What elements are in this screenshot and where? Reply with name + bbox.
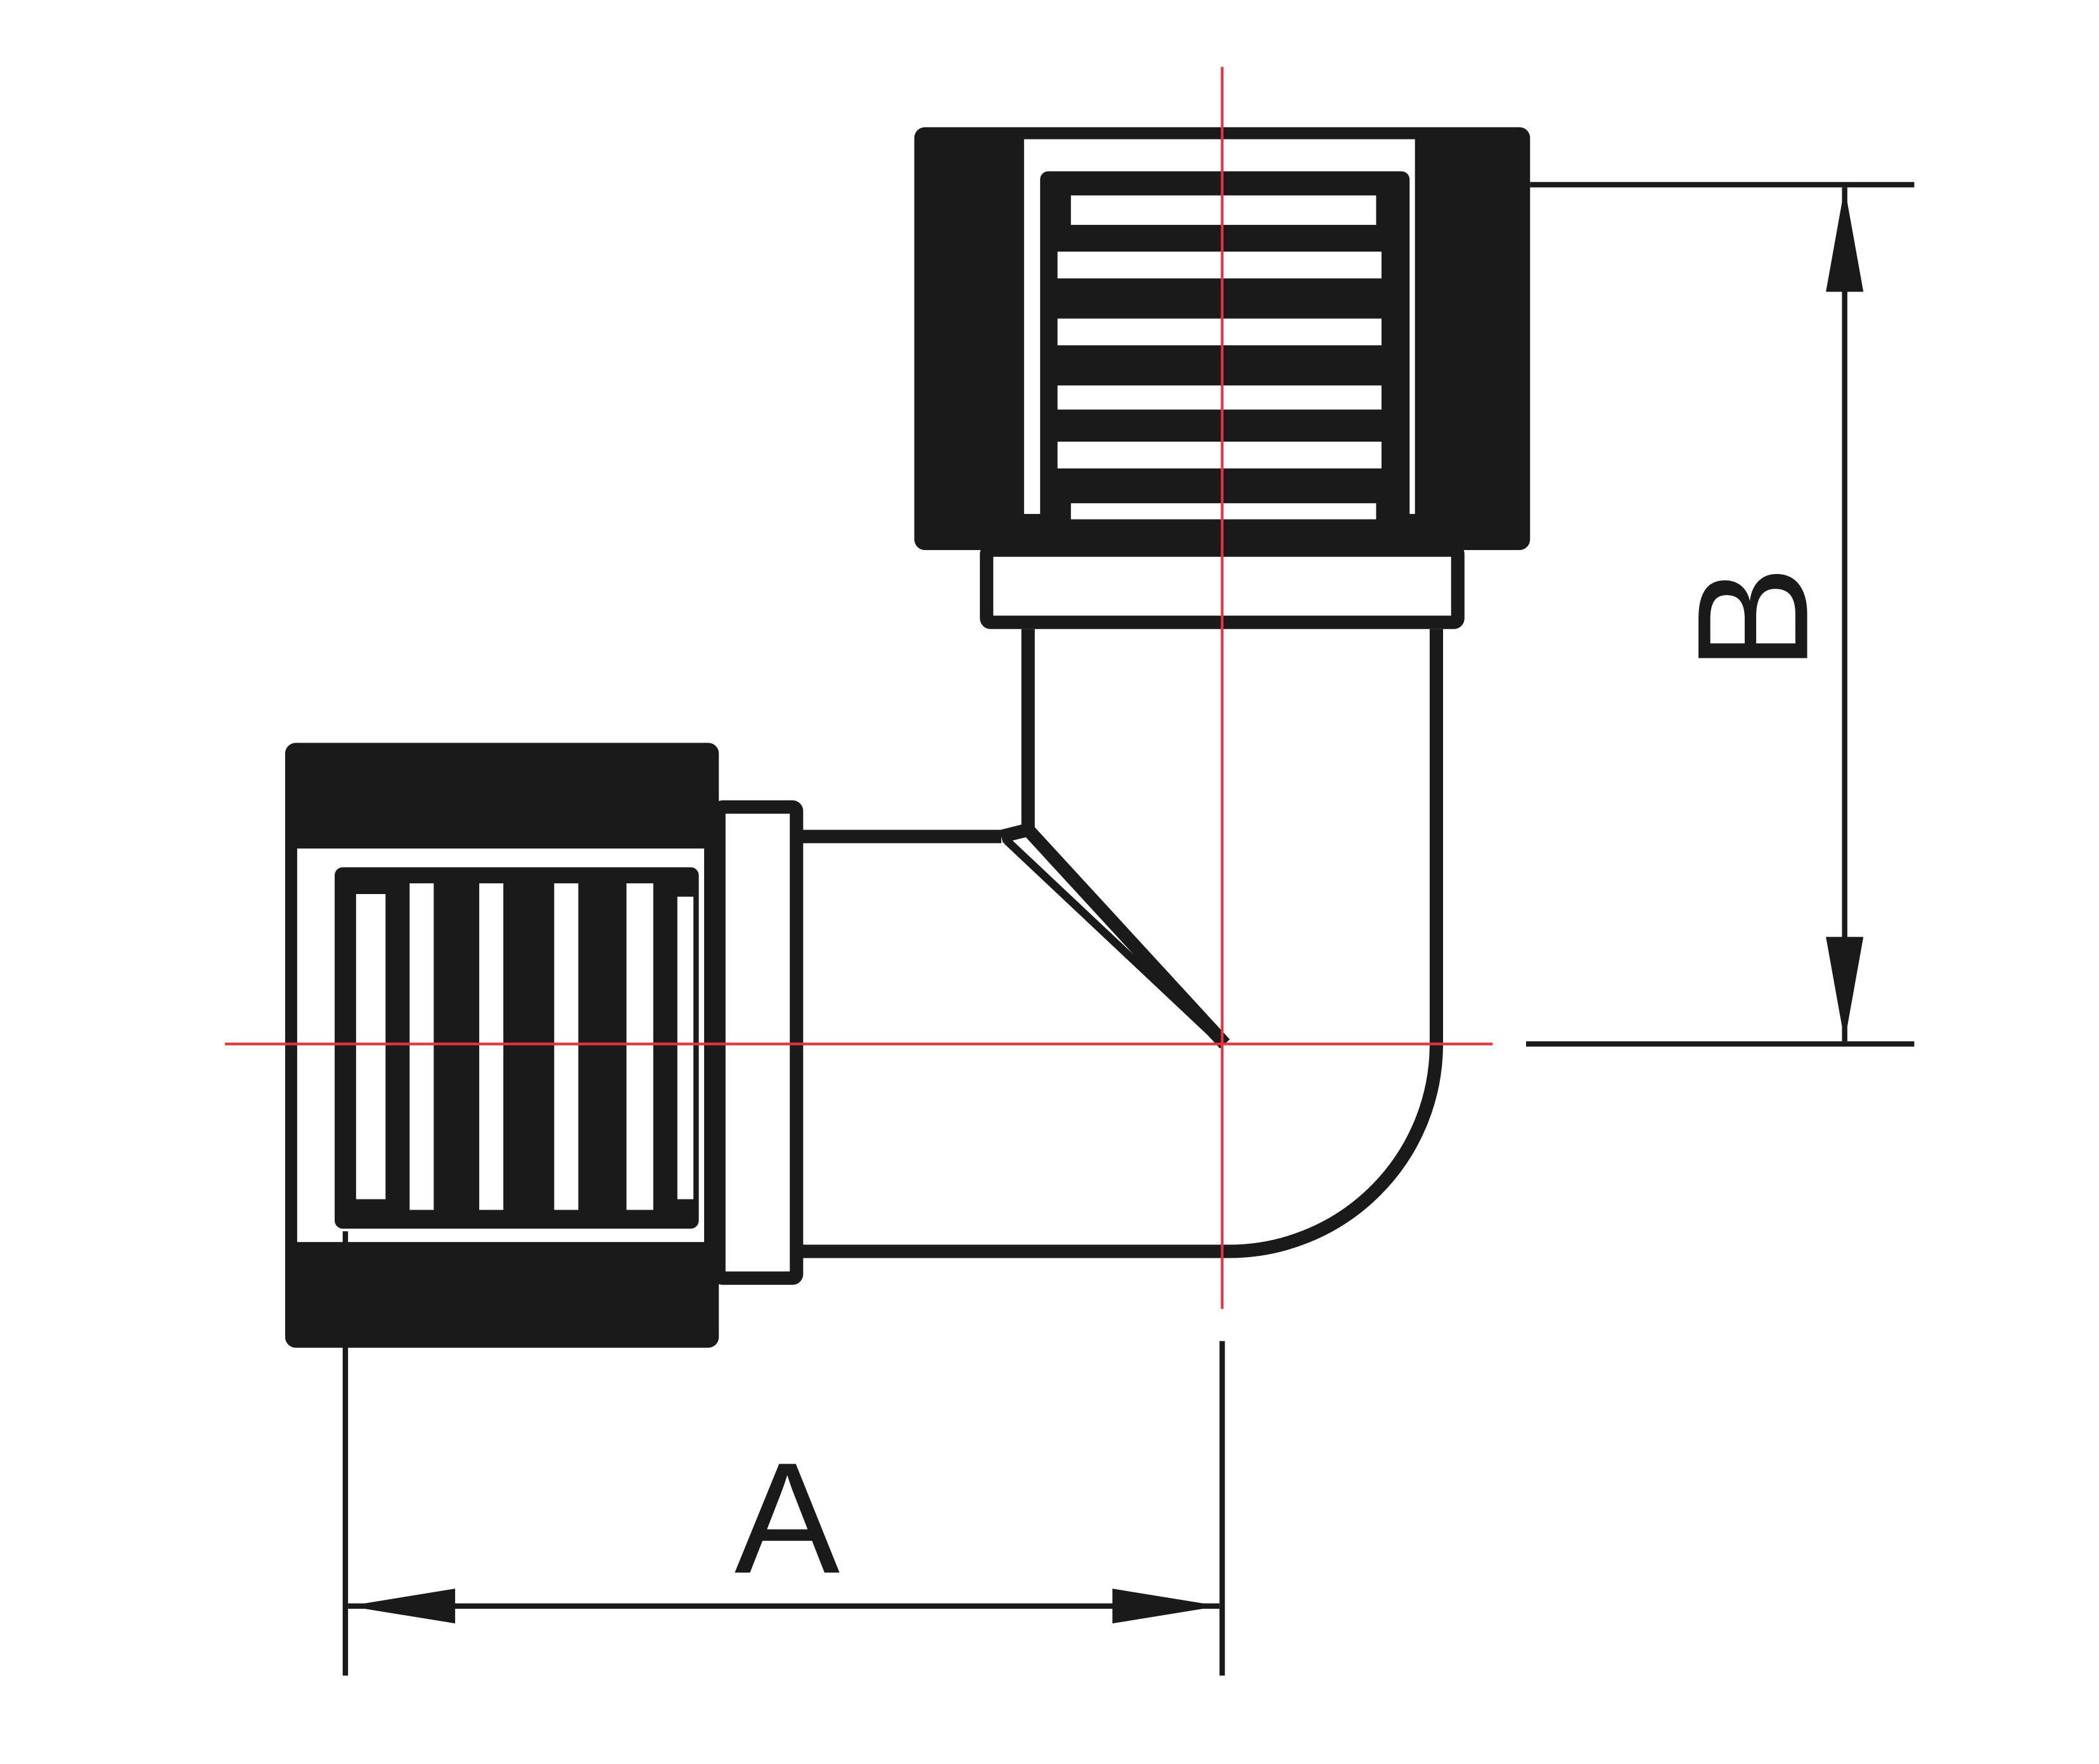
arrowhead-left <box>348 1588 456 1624</box>
dimension-b-label: B <box>1664 566 1841 671</box>
elbow-inner-edge <box>1004 837 1214 1037</box>
top-thread <box>1040 171 1410 535</box>
dimension-a <box>342 1231 1225 1676</box>
arrowhead-down <box>1826 936 1864 1042</box>
dimension-b <box>1525 182 1915 1047</box>
dimension-a-label: A <box>735 1429 840 1606</box>
arrowhead-right <box>1112 1588 1220 1624</box>
left-thread <box>335 867 699 1229</box>
arrowhead-up <box>1826 187 1864 292</box>
elbow-body <box>800 629 1443 1258</box>
